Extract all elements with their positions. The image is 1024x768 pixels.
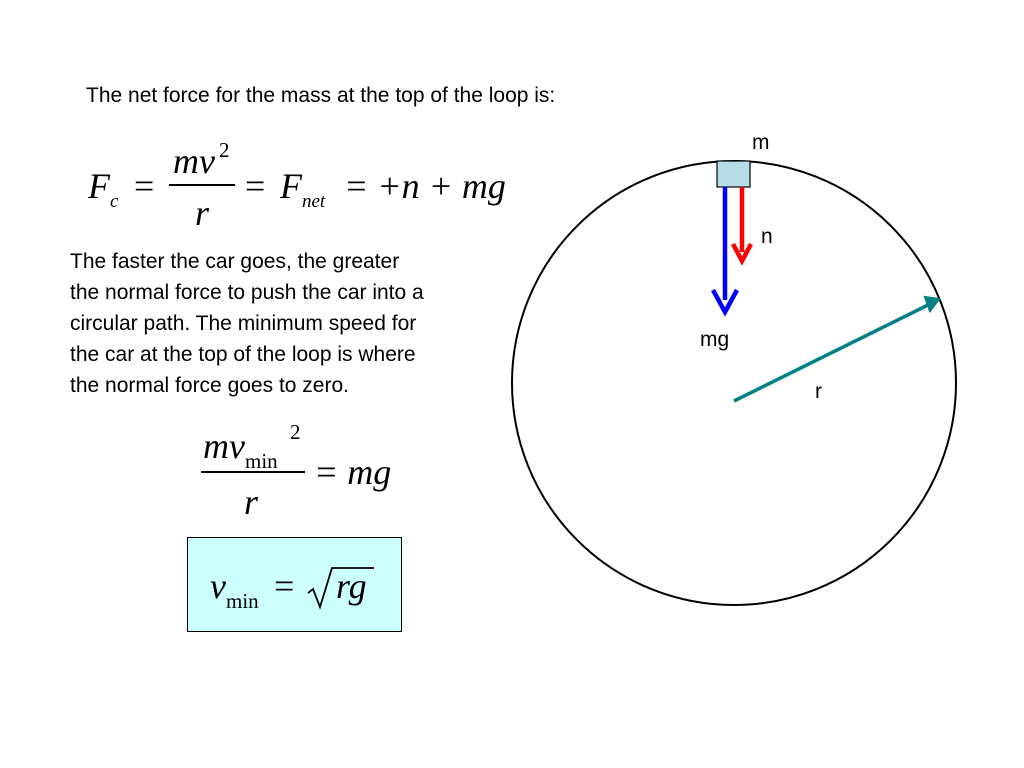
loop-circle bbox=[511, 160, 957, 606]
eq1-equals-2: = bbox=[245, 166, 266, 206]
eq1-sub-net: net bbox=[302, 191, 326, 212]
eq2-mv: mv bbox=[203, 426, 245, 466]
result-box bbox=[187, 537, 402, 632]
eq1-rhs: = +n + mg bbox=[344, 166, 506, 206]
sqrt-symbol bbox=[307, 567, 374, 610]
radius-label: r bbox=[815, 380, 822, 403]
eq2-exponent: 2 bbox=[290, 420, 301, 444]
eq1-sub-c: c bbox=[110, 191, 119, 212]
eq3-rg: rg bbox=[336, 566, 367, 606]
explanation-paragraph: The faster the car goes, the greater the… bbox=[70, 250, 424, 397]
eq2-rhs: = mg bbox=[314, 452, 392, 492]
eq1-equals: = bbox=[134, 166, 155, 206]
radius-arrow bbox=[733, 295, 941, 403]
normal-force-arrow bbox=[731, 187, 753, 266]
eq2-fraction-bar bbox=[201, 471, 305, 473]
mass-block bbox=[716, 160, 751, 188]
eq3-v: v bbox=[210, 566, 226, 606]
eq3-equals: = bbox=[274, 566, 295, 606]
normal-label: n bbox=[761, 225, 773, 248]
eq3-sub-min: min bbox=[225, 589, 259, 613]
mass-label: m bbox=[752, 131, 770, 154]
weight-label: mg bbox=[700, 328, 729, 351]
weight-arrow bbox=[711, 187, 739, 317]
eq1-exponent: 2 bbox=[219, 138, 230, 162]
eq2-denominator: r bbox=[244, 482, 259, 522]
eq1-numerator: mv bbox=[173, 141, 215, 181]
eq1-F-net: F bbox=[280, 166, 302, 206]
eq1-F: F bbox=[88, 166, 110, 206]
eq1-denominator: r bbox=[195, 193, 210, 233]
heading-text: The net force for the mass at the top of… bbox=[86, 84, 556, 107]
eq1-fraction-bar bbox=[169, 184, 235, 186]
eq2-sub-min: min bbox=[244, 449, 278, 473]
